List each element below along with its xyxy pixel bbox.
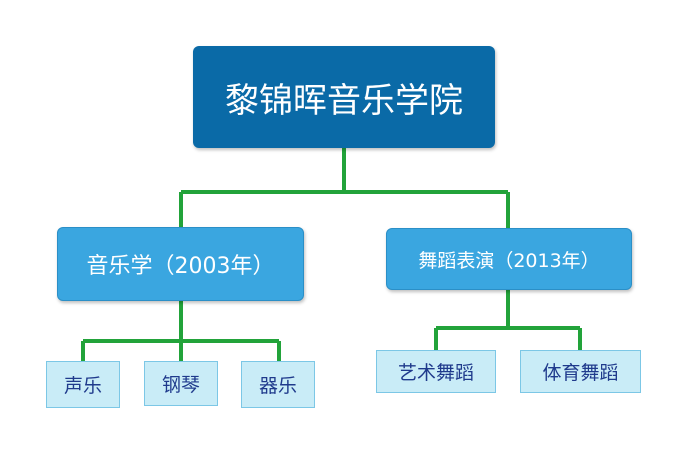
leaf-label: 体育舞蹈 — [542, 362, 619, 384]
branch-node-music: 音乐学（2003年） — [57, 227, 304, 301]
leaf-node-vocal: 声乐 — [46, 361, 120, 408]
branch-label: 音乐学（2003年） — [86, 254, 275, 279]
root-node: 黎锦晖音乐学院 — [193, 46, 495, 148]
branch-label: 舞蹈表演（2013年） — [418, 249, 600, 272]
leaf-label: 器乐 — [258, 375, 297, 397]
leaf-node-art-dance: 艺术舞蹈 — [376, 350, 496, 393]
root-label: 黎锦晖音乐学院 — [225, 80, 463, 121]
leaf-node-sport-dance: 体育舞蹈 — [520, 350, 641, 393]
leaf-label: 艺术舞蹈 — [397, 362, 474, 384]
leaf-node-piano: 钢琴 — [144, 361, 218, 406]
leaf-label: 钢琴 — [161, 374, 200, 396]
leaf-label: 声乐 — [63, 375, 102, 397]
branch-node-dance: 舞蹈表演（2013年） — [386, 228, 632, 290]
leaf-node-instrumental: 器乐 — [241, 361, 315, 408]
